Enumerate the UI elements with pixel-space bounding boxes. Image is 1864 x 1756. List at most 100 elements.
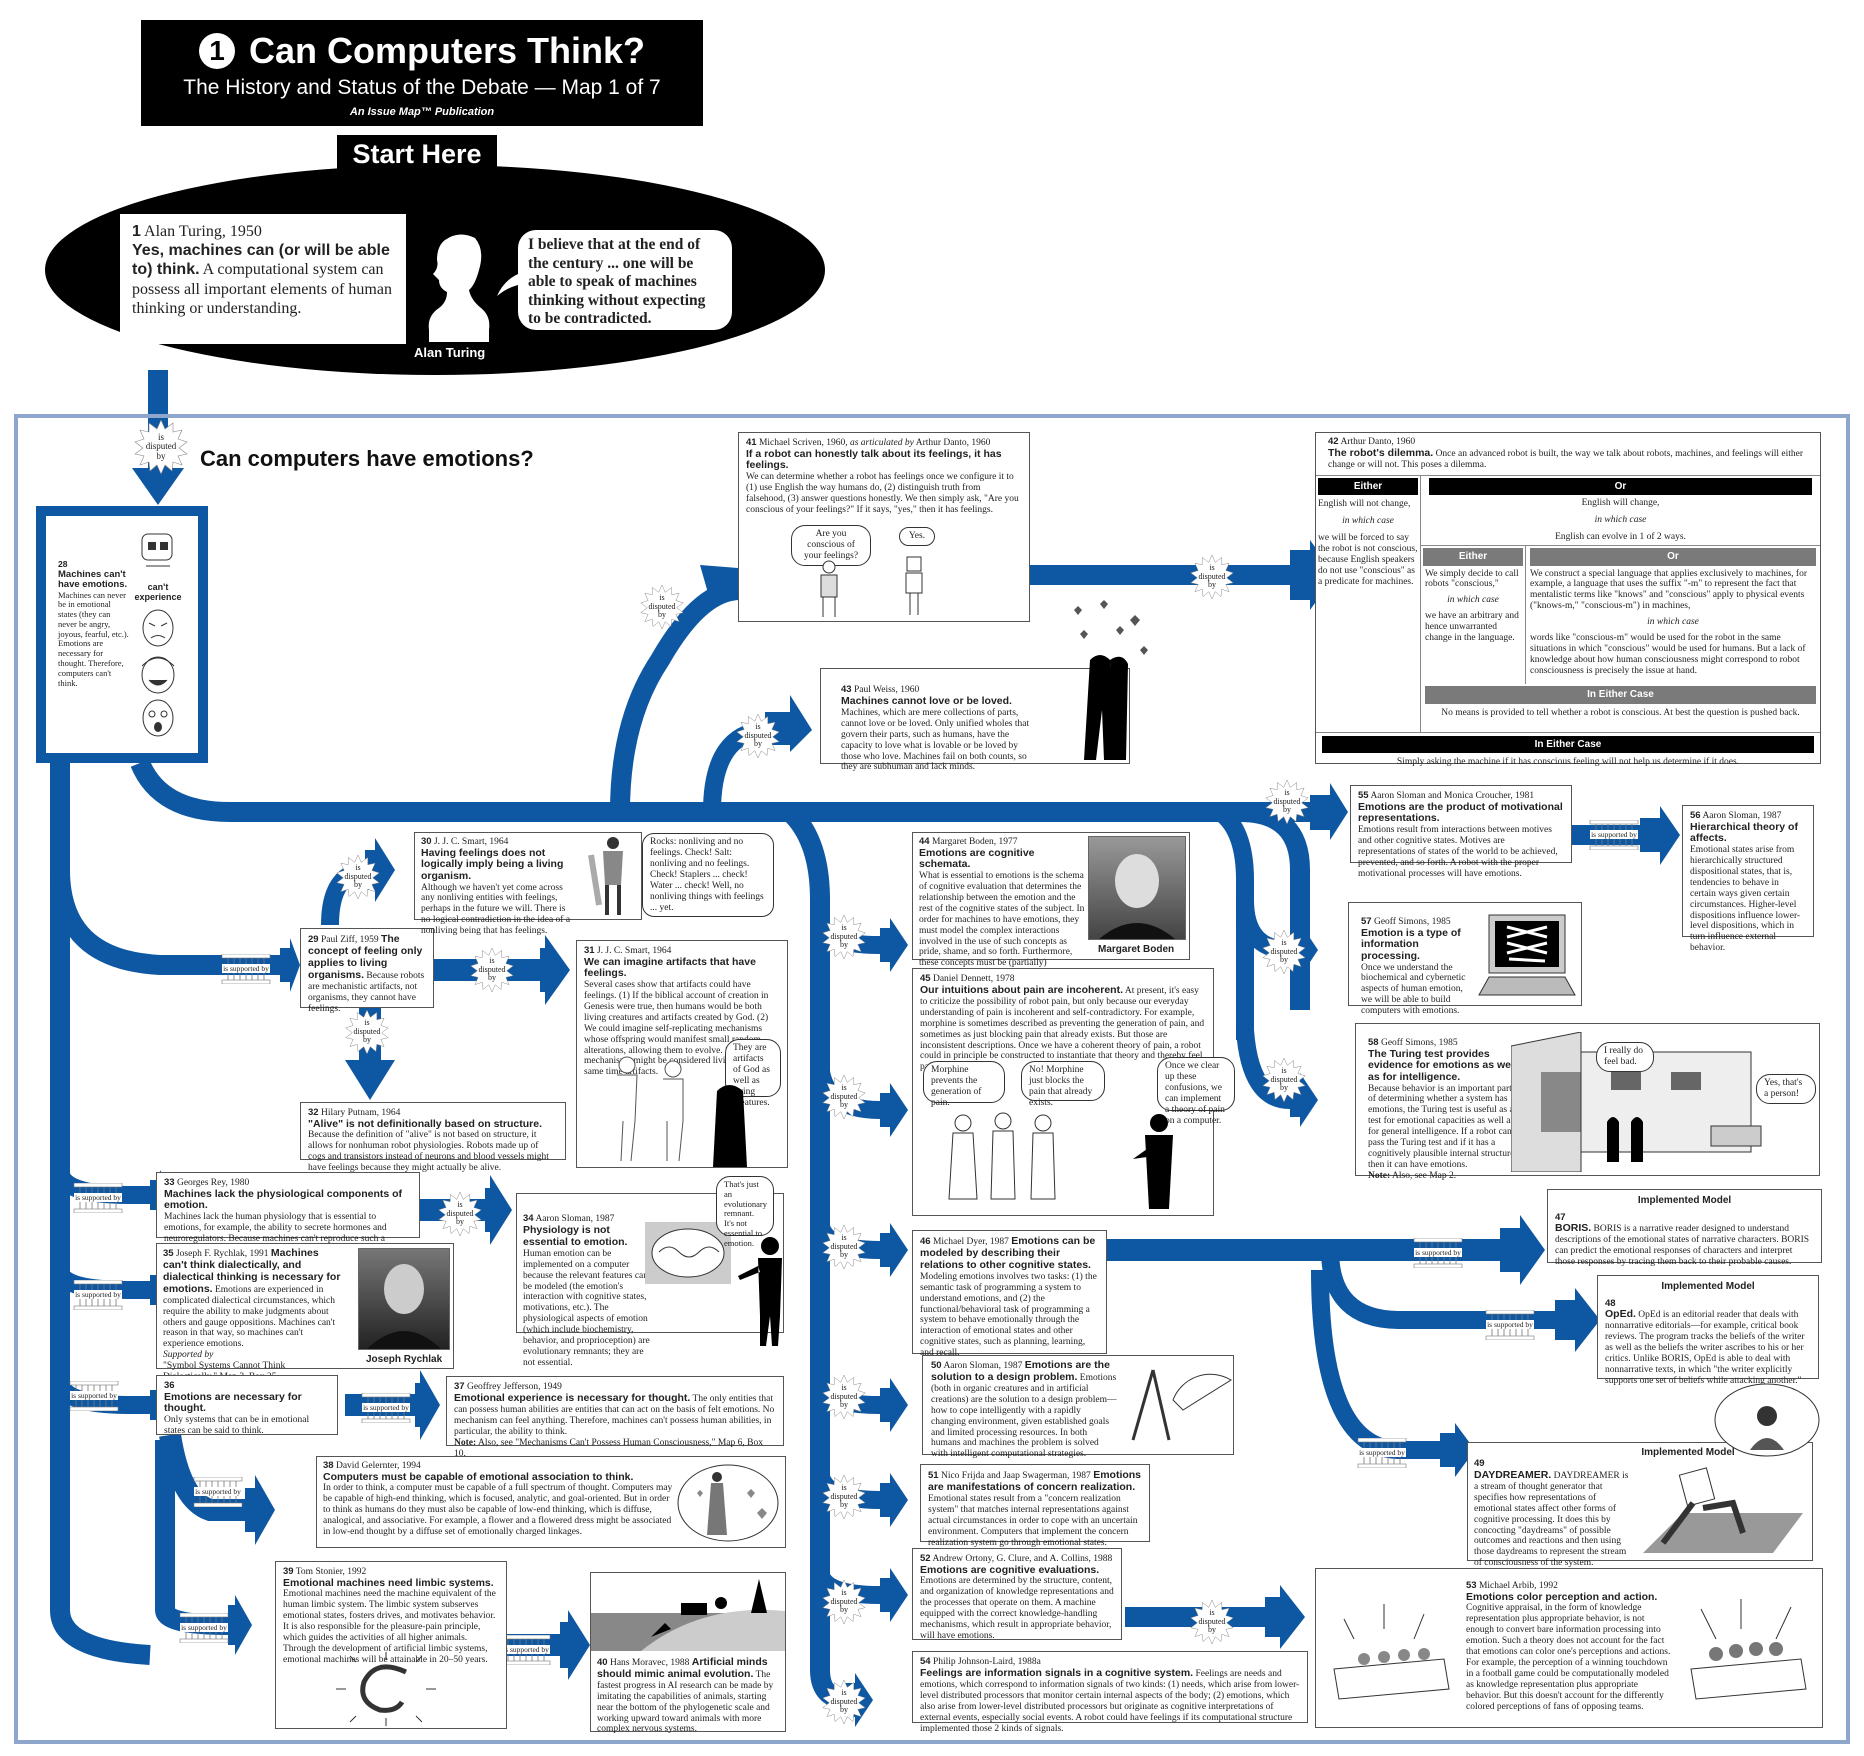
claim-author: Tom Stonier, 1992 <box>295 1567 367 1577</box>
claim-box-54[interactable]: 54 Philip Johnson-Laird, 1988a Feelings … <box>912 1651 1308 1734</box>
claim-text: What is essential to emotions is the sch… <box>919 871 1085 979</box>
claim-box-38[interactable]: 38 David Gelernter, 1994 Computers must … <box>316 1456 786 1548</box>
starburst-icon <box>336 855 380 899</box>
claim-box-36[interactable]: 36 Emotions are necessary for thought. O… <box>156 1375 338 1436</box>
implemented-model-box-48[interactable]: Implemented Model 48 OpEd. OpEd is an ed… <box>1597 1275 1819 1386</box>
implemented-model-box-49[interactable]: Implemented Model 49 DAYDREAMER. DAYDREA… <box>1467 1442 1813 1568</box>
arrowhead-to-49 <box>1440 1423 1475 1477</box>
man-with-checklist-icon <box>588 837 623 915</box>
claim-box-52[interactable]: 52 Andrew Ortony, G. Clure, and A. Colli… <box>912 1548 1122 1642</box>
claim-author: Daniel Dennett, 1978 <box>932 974 1015 984</box>
claim-text: Emotions are determined by the structure… <box>920 1576 1114 1642</box>
claim-box-50[interactable]: 50 Aaron Sloman, 1987 Emotions are the s… <box>922 1355 1234 1459</box>
arrowhead-to-48 <box>1555 1288 1600 1352</box>
speech-bubble: Yes, that's a person! <box>1756 1074 1816 1104</box>
arrowhead-to-56 <box>1640 806 1680 865</box>
supported-by-text: is supported by <box>74 1193 122 1202</box>
claim-author: Andrew Ortony, G. Clure, and A. Collins,… <box>932 1554 1113 1564</box>
claim-number: 34 <box>523 1213 534 1224</box>
claim-number: 48 <box>1605 1297 1616 1309</box>
claim-box-1[interactable]: 1 Alan Turing, 1950 Yes, machines can (o… <box>120 214 406 344</box>
claim-text: Feelings are needs and emotions, which c… <box>920 1668 1300 1734</box>
claim-text: The fastest progress in AI research can … <box>597 1669 774 1735</box>
claim-number: 30 <box>421 836 432 847</box>
claim-headline: Emotion is a type of information process… <box>1361 926 1461 963</box>
claim-headline: The robot's dilemma. <box>1328 446 1434 459</box>
starburst-icon <box>822 1680 866 1724</box>
claim-box-42[interactable]: 42 Arthur Danto, 1960 The robot's dilemm… <box>1315 432 1821 767</box>
claim-text: Once an advanced robot is built, the way… <box>1328 448 1804 470</box>
claim-box-58[interactable]: 58 Geoff Simons, 1985 The Turing test pr… <box>1355 1023 1820 1181</box>
claim-box-45[interactable]: 45 Daniel Dennett, 1978 Our intuitions a… <box>912 968 1235 1216</box>
arrowhead-to-45 <box>880 1083 908 1137</box>
speech-bubble: Once we clear up these confusions, we ca… <box>1157 1057 1235 1126</box>
claim-box-31[interactable]: 31 J. J. C. Smart, 1964 We can imagine a… <box>576 940 788 1168</box>
claim-headline: Machines lack the physiological componen… <box>164 1187 403 1212</box>
arrowhead-to-31 <box>540 935 570 1005</box>
dilemma-outer-conclusion: Simply asking the machine if it has cons… <box>1396 757 1740 768</box>
claim-author: Aaron Sloman, 1987 <box>943 1361 1023 1371</box>
claim-box-55[interactable]: 55 Aaron Sloman and Monica Croucher, 198… <box>1350 785 1572 879</box>
branch-to-33 <box>51 1168 155 1204</box>
supported-by-label: is supported by <box>178 1613 230 1643</box>
claim-text: In order to think, a computer must be ca… <box>323 1483 673 1538</box>
claim-text: Because the definition of "alive" is not… <box>308 1130 549 1174</box>
claim-number: 52 <box>920 1553 931 1564</box>
claim-number: 41 <box>746 437 757 448</box>
starburst-icon <box>822 915 866 959</box>
claim-headline: Emotional machines need limbic systems. <box>283 1576 494 1589</box>
implemented-model-box-47[interactable]: Implemented Model 47 BORIS. BORIS is a n… <box>1547 1189 1822 1267</box>
arrowhead-to-47 <box>1500 1215 1545 1285</box>
claim-box-40[interactable]: 40 Hans Moravec, 1988 Artificial minds s… <box>590 1572 786 1735</box>
supported-by-label: is supported by <box>220 954 272 984</box>
claim-box-56[interactable]: 56 Aaron Sloman, 1987 Hierarchical theor… <box>1682 805 1814 953</box>
map-title-text: Can Computers Think? <box>248 30 646 71</box>
joyous-face-icon <box>141 656 175 694</box>
claim-author: Geoffrey Jefferson, 1949 <box>466 1382 562 1392</box>
claim-box-46[interactable]: 46 Michael Dyer, 1987 Emotions can be mo… <box>912 1230 1107 1358</box>
limbic-system-icon <box>336 1652 436 1726</box>
claim-box-30[interactable]: 30 J. J. C. Smart, 1964 Having feelings … <box>414 832 642 936</box>
dilemma-sub-or: Or We construct a special language that … <box>1526 546 1820 684</box>
claim-number: 29 <box>308 934 319 945</box>
note-text[interactable]: Also, see "Mechanisms Can't Possess Huma… <box>454 1437 763 1459</box>
claim-box-57[interactable]: 57 Geoff Simons, 1985 Emotion is a type … <box>1348 902 1582 1016</box>
claim-box-29[interactable]: 29 Paul Ziff, 1959 The concept of feelin… <box>300 928 434 1014</box>
start-here-label: Start Here <box>337 135 497 173</box>
claim-box-39[interactable]: 39 Tom Stonier, 1992 Emotional machines … <box>275 1561 507 1729</box>
claim-box-41[interactable]: 41 Michael Scriven, 1960, as articulated… <box>738 432 1030 622</box>
claim-author: Arthur Danto, 1960 <box>1340 437 1416 447</box>
claim-author: Aaron Sloman, 1987 <box>1702 811 1782 821</box>
claim-box-32[interactable]: 32 Hilary Putnam, 1964 "Alive" is not de… <box>300 1102 566 1173</box>
brain-diagram-icon <box>645 1222 731 1284</box>
link-46-48 <box>1321 1249 1560 1329</box>
supported-by-label: is supported by <box>1484 1310 1536 1340</box>
claim-box-37[interactable]: 37 Geoffrey Jefferson, 1949 Emotional ex… <box>446 1376 784 1459</box>
claim-number: 57 <box>1361 916 1372 927</box>
claim-box-33[interactable]: 33 Georges Rey, 1980 Machines lack the p… <box>156 1172 420 1266</box>
map-subtitle: The History and Status of the Debate — M… <box>183 76 661 99</box>
claim-box-43[interactable]: 43 Paul Weiss, 1960 Machines cannot love… <box>820 668 1130 772</box>
claim-box-53[interactable]: 53 Michael Arbib, 1992 Emotions color pe… <box>1315 1568 1823 1728</box>
claim-box-51[interactable]: 51 Nico Frijda and Jaap Swagerman, 1987 … <box>920 1464 1150 1548</box>
dilemma-outer-either-case: In Either Case <box>1322 735 1814 754</box>
dilemma-either-column: Either English will not change, in which… <box>1316 475 1421 732</box>
arrowhead-to-50 <box>880 1378 908 1432</box>
claim-text: We can determine whether a robot has fee… <box>746 472 1019 515</box>
claim-box-28[interactable]: 28 Machines can't have emotions. Machine… <box>36 506 208 763</box>
